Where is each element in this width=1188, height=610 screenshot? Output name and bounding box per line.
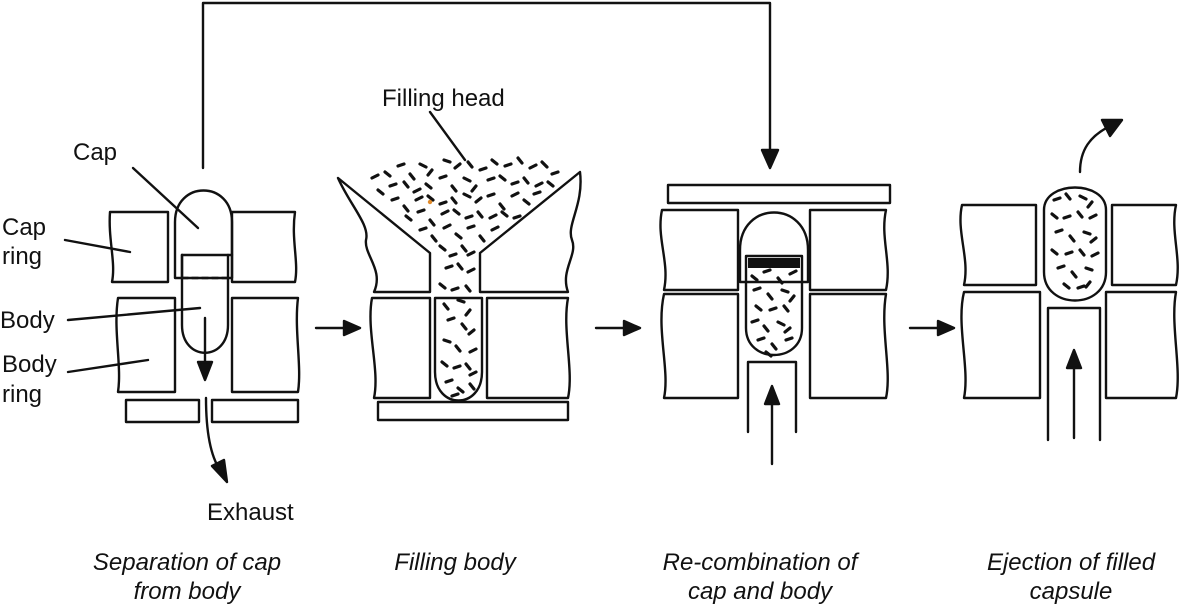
powder-particles-hopper	[370, 156, 560, 398]
recomb-body-ring-left	[660, 292, 740, 400]
cap-shape	[173, 189, 234, 280]
label-body-ring-line2: ring	[2, 381, 43, 408]
label-body: Body	[0, 307, 55, 334]
step1-apparatus	[63, 166, 301, 484]
base-plate-right	[210, 398, 300, 424]
top-plate	[666, 183, 892, 205]
caption-step3-line1: Re-combination of	[662, 549, 858, 576]
label-exhaust: Exhaust	[207, 499, 294, 526]
label-cap-ring-line2: ring	[2, 243, 43, 270]
base-plate-left	[124, 398, 201, 424]
recomb-cap-ring-left	[659, 208, 740, 292]
powder-accent-speck	[427, 199, 433, 205]
caption-step3-line2: cap and body	[687, 578, 833, 605]
caption-step4-line2: capsule	[1029, 578, 1113, 605]
step4-apparatus	[959, 118, 1179, 442]
recomb-cap-ring-right	[808, 208, 889, 292]
caption-step3: Re-combination of cap and body	[630, 548, 890, 606]
ejected-capsule-shape	[1042, 186, 1108, 302]
fill-ring-right	[485, 296, 571, 400]
eject-cap-ring-right	[1110, 203, 1179, 287]
caption-step4-line1: Ejection of filled	[986, 549, 1156, 576]
fill-body-shape	[433, 296, 484, 402]
caption-step1-line1: Separation of cap	[92, 549, 282, 576]
caption-step1-line2: from body	[133, 578, 241, 605]
eject-pusher-rod	[1046, 306, 1102, 442]
powder-particles-recomb	[748, 258, 800, 358]
body-ring-right	[230, 296, 301, 394]
fill-ring-left	[369, 296, 432, 400]
step2-apparatus	[336, 110, 582, 422]
caption-step2-line1: Filling body	[394, 549, 516, 576]
label-filling-head: Filling head	[382, 85, 505, 112]
leader-filling-head	[428, 110, 467, 162]
eject-cap-ring-left	[959, 203, 1038, 287]
recomb-body-ring-right	[808, 292, 889, 400]
cap-ring-left	[108, 210, 170, 284]
powder-particles-ejected	[1050, 192, 1100, 290]
caption-step1: Separation of cap from body	[62, 548, 312, 606]
eject-curved-arrow	[1078, 124, 1112, 174]
cap-ring-right	[230, 210, 298, 284]
fill-base-plate	[376, 400, 570, 422]
hopper-left	[336, 176, 432, 294]
hopper-right	[478, 170, 582, 294]
leader-cap	[131, 166, 200, 230]
leader-cap-ring	[63, 238, 132, 254]
leader-body-ring	[66, 358, 150, 374]
eject-body-ring-left	[960, 290, 1042, 400]
feedback-arrow-head	[760, 148, 780, 170]
pusher-rod	[746, 360, 798, 434]
label-cap-ring-line1: Cap	[2, 214, 47, 241]
feedback-loop-line	[201, 1, 772, 170]
body-ring-left	[115, 296, 177, 394]
label-body-ring-line1: Body	[2, 351, 57, 378]
leader-body	[66, 306, 202, 322]
recomb-cap-shape	[738, 211, 810, 284]
label-cap: Cap	[73, 139, 118, 166]
caption-step2: Filling body	[350, 548, 560, 577]
step3-apparatus	[659, 183, 892, 466]
eject-body-ring-right	[1104, 290, 1179, 400]
caption-step4: Ejection of filled capsule	[955, 548, 1187, 606]
recomb-body-shape	[744, 254, 804, 357]
